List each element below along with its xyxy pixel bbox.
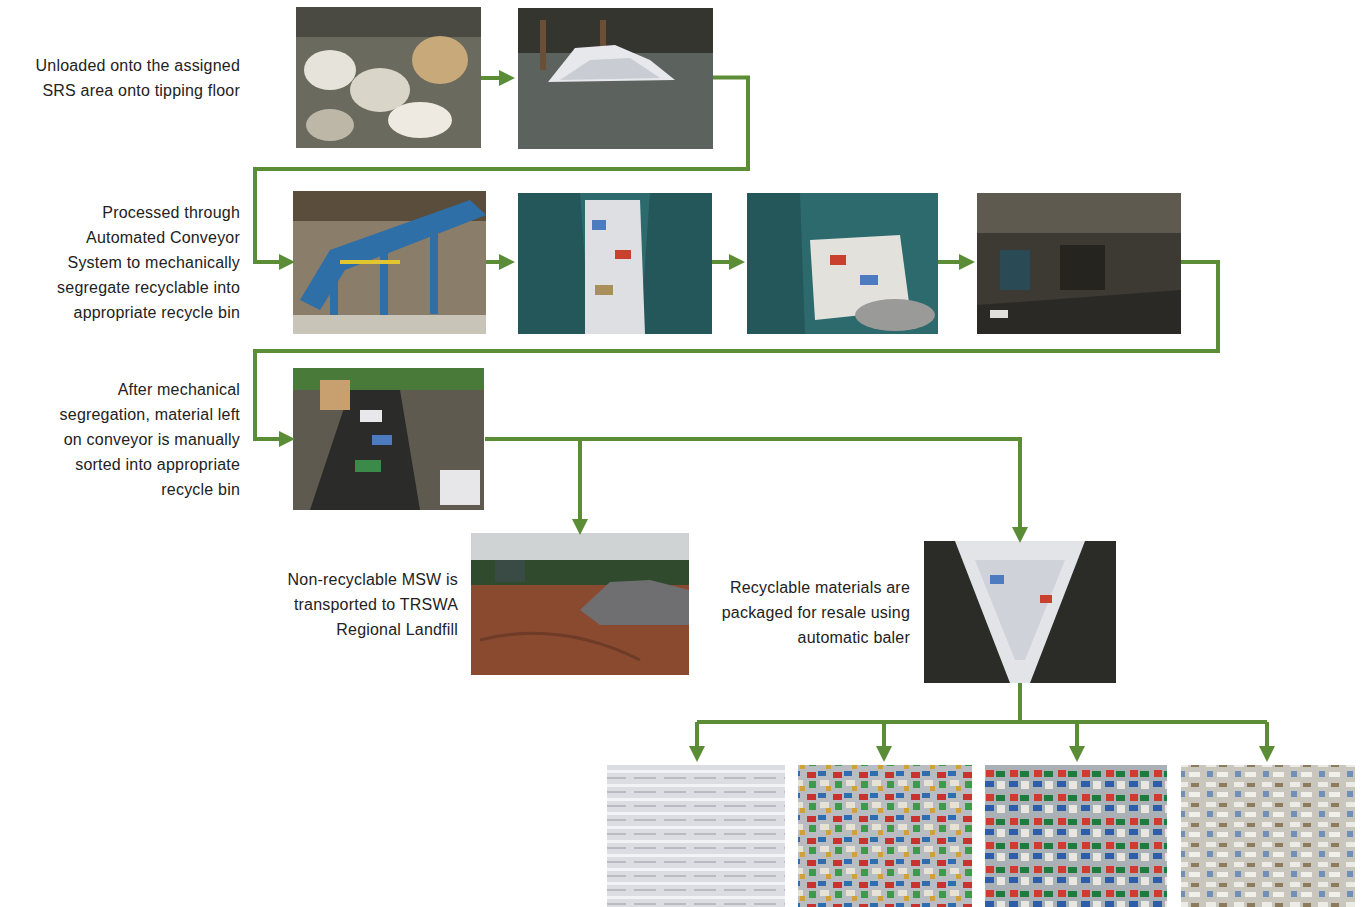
photo-arrow [486,260,511,264]
process-stage: Processed through Automated Conveyor Sys… [293,190,1181,334]
flow-arrow [485,439,1020,539]
photo-detail [360,410,382,422]
photo-detail [830,255,846,265]
bale-arrow [695,722,699,758]
photo-detail [747,193,805,334]
photo-detail [293,191,486,334]
photo-detail [592,220,606,230]
photo-detail [495,560,525,582]
photo-detail [990,310,1008,318]
stage-caption: Non-recyclable MSW is transported to TRS… [258,567,458,642]
photo-detail [580,580,689,625]
photo-detail [412,36,468,84]
stage-caption: Recyclable materials are packaged for re… [695,575,910,650]
process-stage: Non-recyclable MSW is transported to TRS… [471,533,689,675]
stage-caption: Processed through Automated Conveyor Sys… [55,200,240,325]
photo-detail [560,58,660,80]
can-bale-photo [985,765,1167,907]
photo-detail [1000,250,1030,290]
photo-detail [480,633,640,660]
bale-arrow [1075,722,1079,758]
conveyor-photo [293,191,486,334]
photo-detail [296,7,481,148]
photo-detail [340,260,400,264]
photo-detail [306,109,354,141]
truck-photo [296,7,481,148]
photo-detail [300,200,486,310]
mixed-bale-photo [1181,765,1355,907]
photo-detail [440,470,480,505]
photo-detail [615,250,631,259]
photo-arrow [712,260,741,264]
photo-detail [293,315,486,334]
photo-detail [471,533,689,675]
photo-detail [540,20,546,70]
photo-detail [518,8,713,149]
photo-detail [977,193,1181,334]
baler-photo [924,541,1116,683]
paper-bale-photo [607,765,785,907]
photo-detail [293,368,484,510]
photo-detail [518,193,712,334]
photo-detail [320,380,350,410]
photo-arrows [481,78,1267,758]
process-stage: Recyclable materials are packaged for re… [924,541,1116,683]
landfill-photo [471,533,689,675]
tipping-floor-photo [518,8,713,149]
photo-detail [977,290,1181,334]
photo-detail [855,299,935,331]
sorting-chute-photo [518,193,712,334]
flow-arrow [255,78,748,263]
photo-detail [977,193,1181,233]
photo-detail [1040,595,1052,603]
photo-detail [471,560,689,585]
photo-detail [924,541,1116,683]
photo-arrow [481,76,511,80]
photo-detail [640,193,712,334]
photo-detail [380,232,388,317]
photo-detail [518,193,590,334]
photo-detail [350,68,410,112]
photo-detail [330,250,338,320]
photo-detail [860,275,878,285]
photo-detail [548,45,675,82]
photo-detail [304,50,356,90]
photo-detail [1060,245,1105,290]
photo-detail [430,214,438,314]
photo-detail [747,193,938,334]
photo-detail [595,285,613,295]
flow-arrow [255,262,1218,439]
process-stage: After mechanical segregation, material l… [293,368,485,510]
flow-arrow [485,439,580,531]
photo-detail [990,575,1004,584]
can-bale-photo [798,765,972,907]
photo-detail [372,435,392,445]
photo-detail [975,560,1065,660]
photo-detail [585,200,645,334]
bale-arrow [882,722,886,758]
stage-caption: Unloaded onto the assigned SRS area onto… [15,53,240,103]
recycle-bin-photo [747,193,938,334]
bale-arrow [1265,722,1269,758]
sorting-room-photo [977,193,1181,334]
photo-detail [296,7,481,37]
manual-sort-photo [293,368,484,510]
photo-detail [355,460,381,472]
photo-detail [955,541,1085,683]
photo-detail [388,102,452,138]
bale-split-line [697,720,1267,724]
process-stage: Unloaded onto the assigned SRS area onto… [296,7,713,148]
bale-split-line [1018,683,1022,722]
stage-caption: After mechanical segregation, material l… [45,377,240,502]
photo-arrow [938,260,971,264]
